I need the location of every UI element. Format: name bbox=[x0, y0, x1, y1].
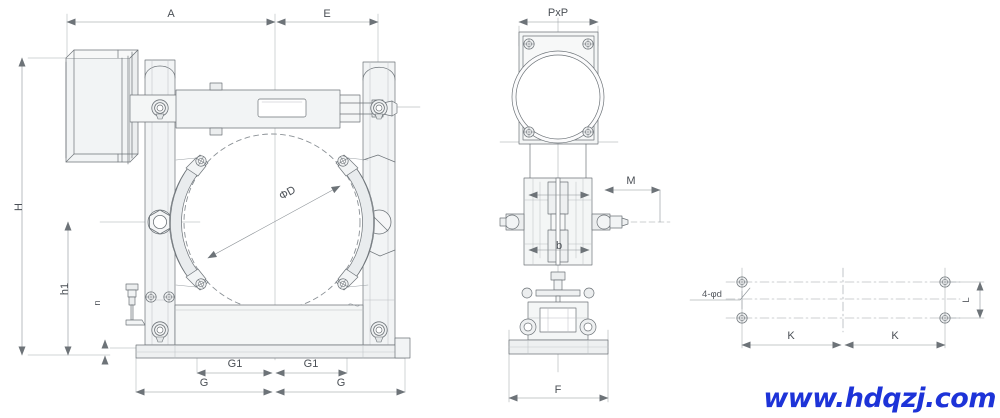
lower-cross-beam bbox=[174, 303, 364, 346]
adjuster-screw-group bbox=[125, 283, 175, 326]
front-view-geometry bbox=[27, 13, 421, 393]
brake-drum-circle bbox=[183, 133, 361, 311]
dim-label-K-left: K bbox=[787, 330, 795, 342]
dim-label-K-right: K bbox=[891, 330, 899, 342]
thruster-body bbox=[65, 49, 139, 165]
side-body bbox=[499, 143, 629, 266]
dim-label-drum-diameter: ΦD bbox=[277, 184, 297, 203]
dim-label-b: b bbox=[556, 240, 562, 252]
side-base-plate bbox=[508, 339, 609, 355]
side-view-dimensions bbox=[508, 18, 661, 402]
footprint-dimensions bbox=[741, 281, 985, 349]
right-brake-shoe bbox=[335, 153, 375, 292]
side-view-geometry bbox=[499, 17, 671, 403]
dim-label-A: A bbox=[167, 8, 175, 20]
dim-label-E: E bbox=[323, 8, 330, 20]
site-watermark: www.hdqzj.com bbox=[763, 383, 996, 414]
dim-label-G-right: G bbox=[337, 377, 346, 389]
dim-label-hole-callout: 4-φd bbox=[702, 289, 722, 300]
dim-label-L: L bbox=[961, 297, 972, 302]
dim-label-G1-right: G1 bbox=[304, 358, 319, 370]
dim-label-M: M bbox=[626, 175, 635, 187]
front-view-dimensions bbox=[18, 18, 406, 396]
footprint-geometry bbox=[689, 267, 961, 349]
dim-label-PxP: PxP bbox=[548, 7, 568, 19]
motor-flange bbox=[511, 31, 605, 145]
dim-label-F: F bbox=[555, 384, 562, 396]
arm-pivot-group bbox=[147, 99, 392, 343]
dim-label-h1: h1 bbox=[59, 283, 71, 295]
side-lower-linkage bbox=[519, 271, 597, 341]
base-plate bbox=[135, 337, 411, 359]
dim-label-G-left: G bbox=[200, 377, 209, 389]
left-brake-shoe bbox=[169, 153, 209, 292]
dim-label-H: H bbox=[13, 203, 25, 211]
push-rod-assembly bbox=[129, 82, 421, 136]
dim-label-G1-left: G1 bbox=[228, 358, 243, 370]
dim-label-n: n bbox=[92, 300, 103, 305]
